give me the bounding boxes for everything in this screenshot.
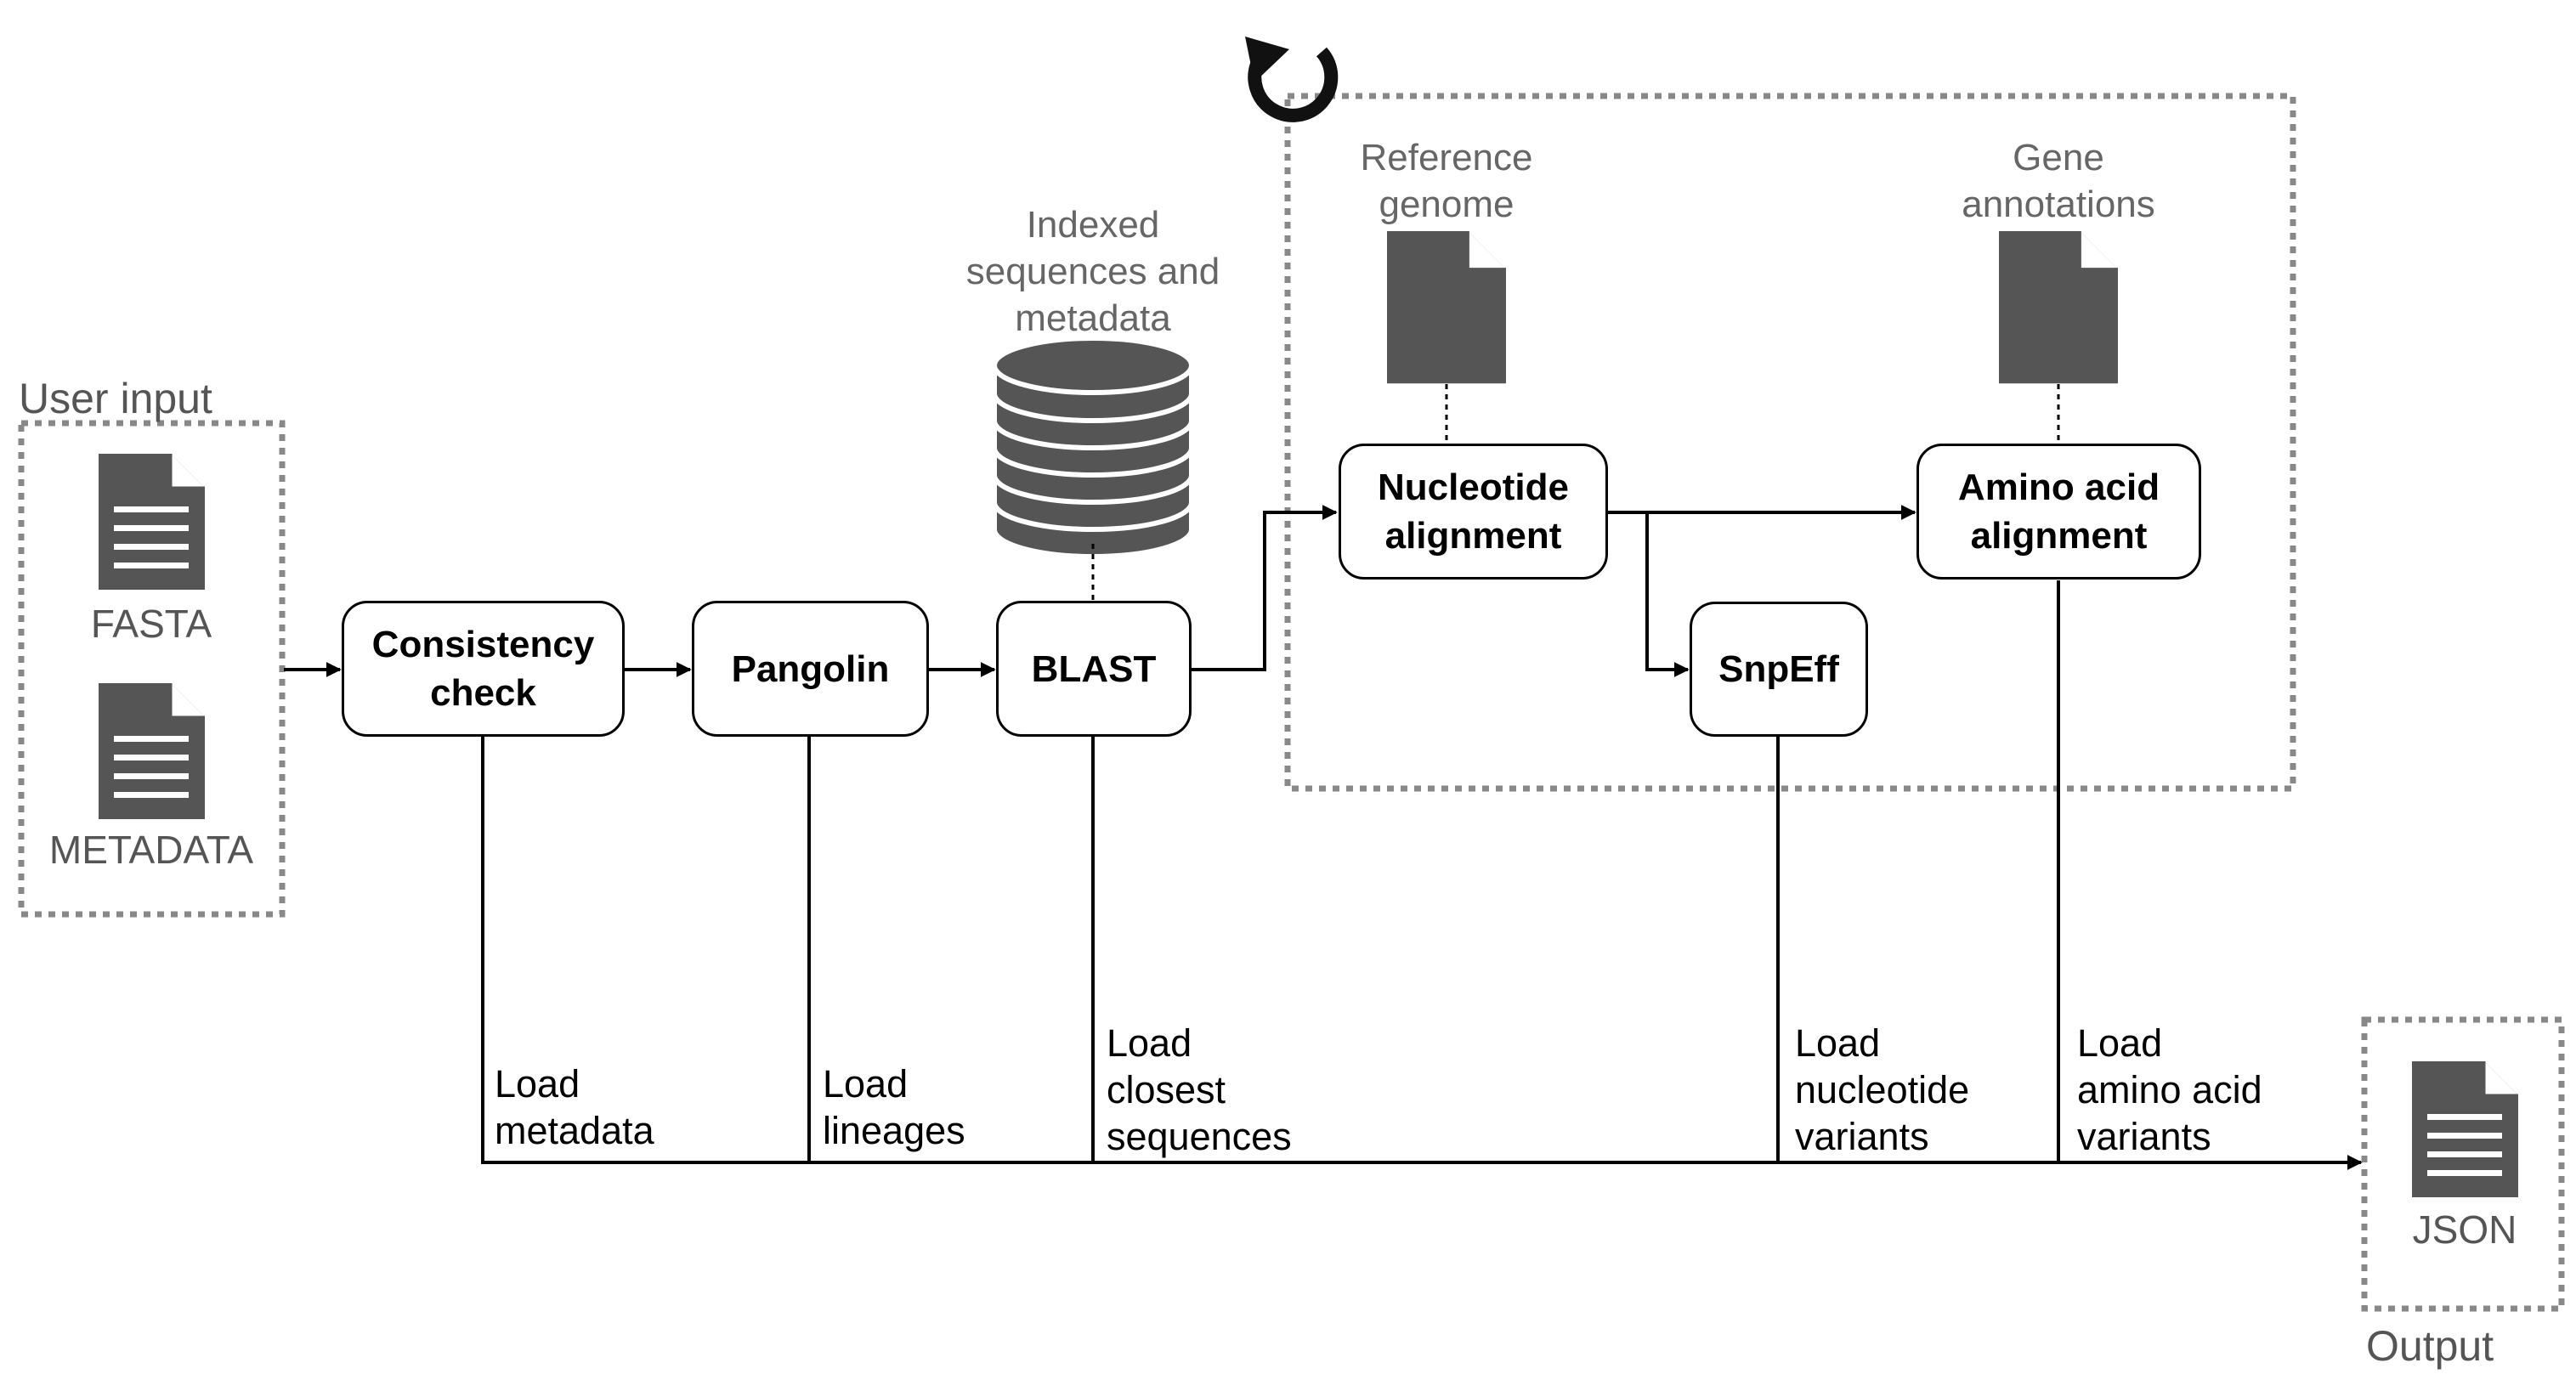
output-label: Output xyxy=(2366,1322,2494,1370)
load-lineages-label: Load lineages xyxy=(823,1062,965,1152)
reference-genome-label: Reference genome xyxy=(1360,137,1533,225)
loop-arrow-icon xyxy=(1245,37,1339,122)
load-closest-sequences-label: Load closest sequences xyxy=(1107,1021,1292,1158)
database-icon xyxy=(992,336,1194,559)
snpeff-label: SnpEff xyxy=(1718,648,1839,690)
nucleotide-alignment-label: Nucleotide alignment xyxy=(1378,466,1569,557)
metadata-label: METADATA xyxy=(48,828,254,872)
gene-annotations-label: Gene annotations xyxy=(1962,137,2155,225)
metadata-document-icon xyxy=(97,681,207,821)
load-lines xyxy=(481,580,2363,1170)
amino-acid-alignment-label: Amino acid alignment xyxy=(1957,466,2160,557)
user-input-box xyxy=(18,420,286,918)
load-nucleotide-variants-label: Load nucleotide variants xyxy=(1795,1021,1970,1158)
alignment-loop-box xyxy=(1284,93,2296,792)
blast-node: BLAST xyxy=(996,601,1192,737)
amino-acid-alignment-node: Amino acid alignment xyxy=(1916,444,2201,580)
load-amino-acid-variants-label: Load amino acid variants xyxy=(2077,1021,2262,1158)
json-document-icon xyxy=(2410,1060,2520,1199)
fasta-document-icon xyxy=(97,452,207,591)
json-label: JSON xyxy=(2412,1207,2517,1252)
blast-label: BLAST xyxy=(1031,647,1157,690)
output-box xyxy=(2361,1016,2565,1312)
user-input-label: User input xyxy=(19,375,212,422)
fasta-label: FASTA xyxy=(90,602,212,646)
consistency-check-node: Consistency check xyxy=(342,601,625,737)
consistency-check-label: Consistency check xyxy=(371,624,595,714)
pangolin-label: Pangolin xyxy=(731,647,890,690)
nucleotide-alignment-node: Nucleotide alignment xyxy=(1339,444,1608,580)
reference-genome-document-icon xyxy=(1385,229,1508,385)
indexed-sequences-label: Indexed sequences and metadata xyxy=(965,204,1220,339)
pangolin-node: Pangolin xyxy=(692,601,929,737)
flow-arrows xyxy=(284,505,1916,677)
gene-annotations-document-icon xyxy=(1997,229,2120,385)
load-metadata-label: Load metadata xyxy=(495,1062,654,1152)
snpeff-node: SnpEff xyxy=(1690,602,1868,737)
